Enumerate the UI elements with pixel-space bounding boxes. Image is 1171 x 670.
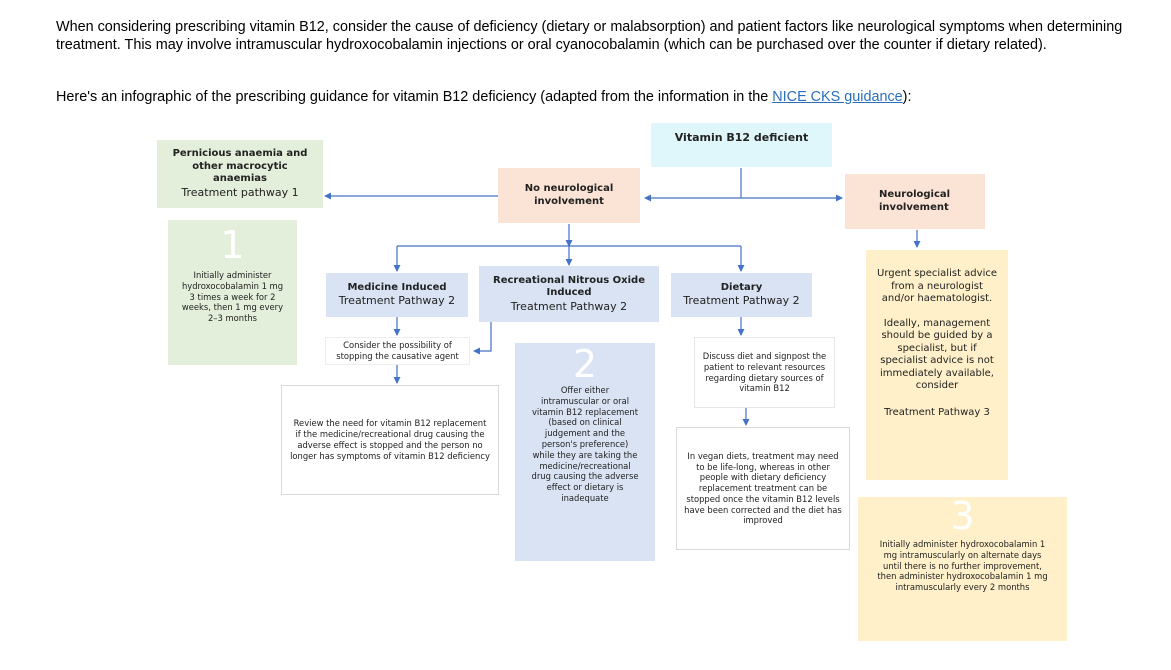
pathway-3-text: Initially administer hydroxocobalamin 1 … bbox=[877, 539, 1048, 593]
consider-stopping-text: Consider the possibility of stopping the… bbox=[336, 340, 459, 361]
consider-stopping-box: Consider the possibility of stopping the… bbox=[325, 337, 470, 365]
pernicious-anaemia-pathway: Treatment pathway 1 bbox=[181, 185, 299, 199]
intro-paragraph-infographic: Here's an infographic of the prescribing… bbox=[56, 89, 911, 107]
pathway-3-box: 3 Initially administer hydroxocobalamin … bbox=[858, 497, 1067, 641]
pernicious-anaemia-box: Pernicious anaemia and other macrocytic … bbox=[157, 140, 323, 208]
specialist-guidance-text: Ideally, management should be guided by … bbox=[880, 317, 994, 392]
medicine-induced-title: Medicine Induced bbox=[347, 281, 447, 293]
no-neurological-label: No neurological involvement bbox=[524, 183, 614, 207]
nice-cks-guidance-link[interactable]: NICE CKS guidance bbox=[772, 89, 903, 105]
pathway-1-box: 1 Initially administer hydroxocobalamin … bbox=[168, 220, 297, 365]
pernicious-anaemia-title: Pernicious anaemia and other macrocytic … bbox=[172, 148, 308, 185]
arrow-nitrous-to-consider bbox=[473, 322, 492, 355]
vitamin-b12-deficient-label: Vitamin B12 deficient bbox=[674, 131, 809, 144]
dietary-box: Dietary Treatment Pathway 2 bbox=[671, 273, 812, 317]
urgent-specialist-text: Urgent specialist advice from a neurolog… bbox=[877, 268, 997, 304]
nitrous-oxide-box: Recreational Nitrous Oxide Induced Treat… bbox=[479, 266, 659, 322]
intro-paragraph: When considering prescribing vitamin B12… bbox=[56, 19, 1123, 53]
vegan-diet-box: In vegan diets, treatment may need to be… bbox=[676, 427, 850, 550]
pathway-2-box: 2 Offer either intramuscular or oral vit… bbox=[515, 343, 655, 561]
review-need-text: Review the need for vitamin B12 replacem… bbox=[290, 418, 490, 461]
discuss-diet-text: Discuss diet and signpost the patient to… bbox=[702, 350, 827, 394]
pathway-2-number: 2 bbox=[572, 342, 598, 386]
vegan-diet-text: In vegan diets, treatment may need to be… bbox=[684, 450, 842, 526]
intro-text-before-link: Here's an infographic of the prescribing… bbox=[56, 89, 773, 105]
pathway-3-label: Treatment Pathway 3 bbox=[884, 406, 990, 418]
pathway-3-number: 3 bbox=[950, 494, 975, 538]
urgent-specialist-box: Urgent specialist advice from a neurolog… bbox=[866, 250, 1008, 480]
neurological-label: Neurological involvement bbox=[879, 189, 951, 213]
review-need-box: Review the need for vitamin B12 replacem… bbox=[281, 385, 499, 495]
pathway-1-number: 1 bbox=[220, 223, 245, 267]
neurological-box: Neurological involvement bbox=[845, 174, 985, 229]
dietary-pathway: Treatment Pathway 2 bbox=[683, 294, 800, 308]
vitamin-b12-deficient-box: Vitamin B12 deficient bbox=[651, 123, 832, 167]
pathway-2-text: Offer either intramuscular or oral vitam… bbox=[531, 385, 639, 503]
discuss-diet-box: Discuss diet and signpost the patient to… bbox=[694, 337, 835, 408]
intro-text-after-link: ): bbox=[902, 89, 912, 105]
nitrous-oxide-title: Recreational Nitrous Oxide Induced bbox=[493, 274, 645, 299]
medicine-induced-box: Medicine Induced Treatment Pathway 2 bbox=[326, 273, 468, 317]
pathway-1-text: Initially administer hydroxocobalamin 1 … bbox=[181, 270, 284, 324]
medicine-induced-pathway: Treatment Pathway 2 bbox=[338, 294, 456, 308]
nitrous-oxide-pathway: Treatment Pathway 2 bbox=[510, 299, 628, 313]
dietary-title: Dietary bbox=[720, 281, 763, 293]
no-neurological-box: No neurological involvement bbox=[498, 168, 640, 223]
